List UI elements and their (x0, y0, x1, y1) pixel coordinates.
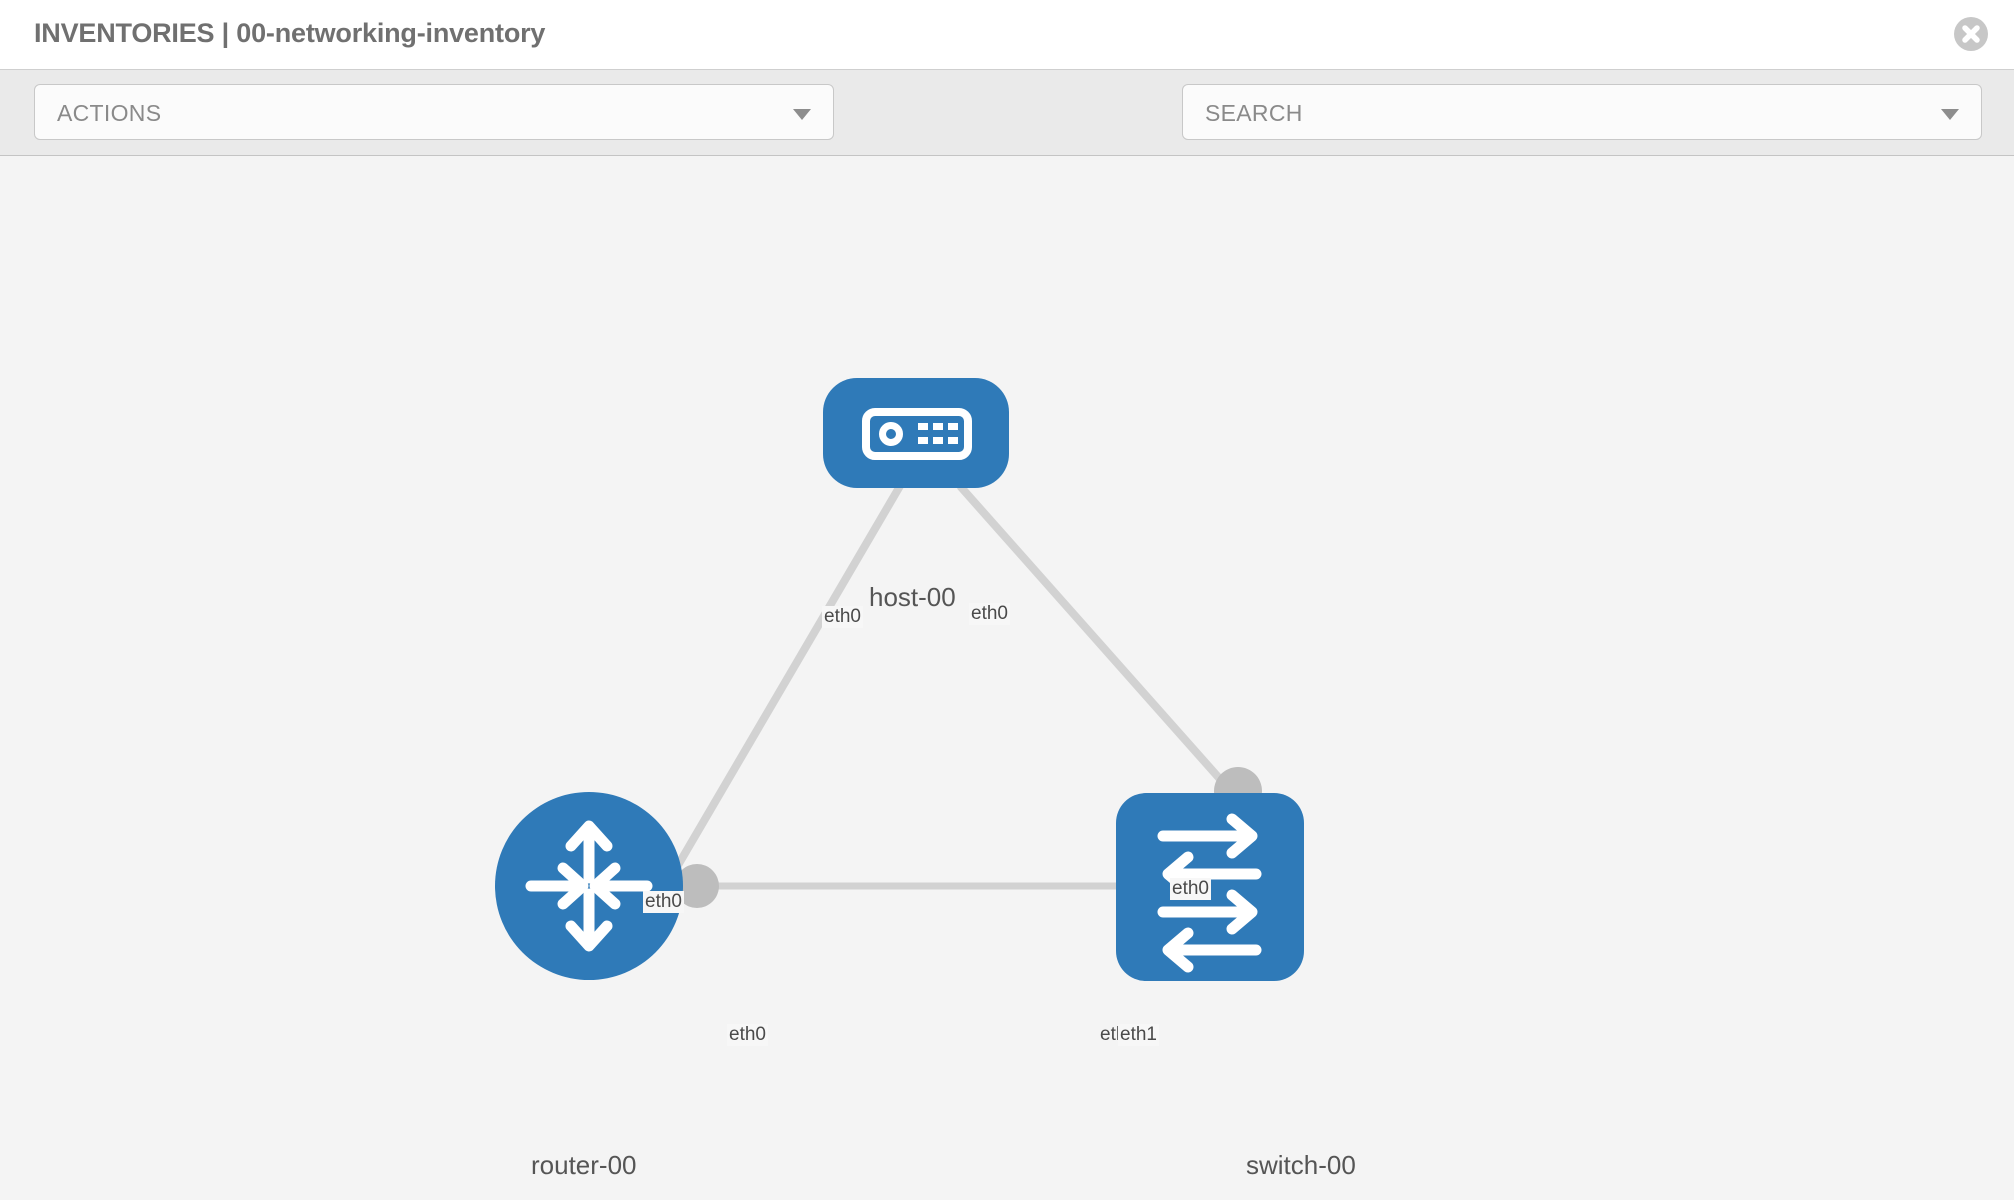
topology-canvas[interactable]: host-00 router-00 switch-00 eth0 eth0 et… (0, 156, 2014, 1200)
link-host-router[interactable] (656, 483, 904, 899)
node-label-switch-00: switch-00 (1243, 1150, 1359, 1181)
topology-graph (495, 378, 1304, 981)
toolbar: ACTIONS SEARCH (0, 70, 2014, 200)
iface-label-host-eth0-right: eth0 (969, 603, 1010, 625)
link-host-switch[interactable] (957, 483, 1238, 799)
search-dropdown[interactable]: SEARCH (1182, 84, 1982, 140)
page-title: INVENTORIES | 00-networking-inventory (34, 18, 546, 48)
node-label-host-00: host-00 (866, 582, 959, 613)
close-icon (1962, 25, 1980, 43)
chevron-down-icon (793, 109, 811, 120)
iface-label-switch-eth1: eth1 (1118, 1024, 1159, 1046)
page-header: INVENTORIES | 00-networking-inventory (0, 0, 2014, 70)
iface-label-switch-eth0-up: eth0 (1170, 878, 1211, 900)
iface-label-router-eth0: eth0 (727, 1024, 768, 1046)
port-router-eth0[interactable] (675, 864, 719, 908)
iface-label-host-eth0-left: eth0 (822, 606, 863, 628)
node-host-00[interactable] (823, 378, 1009, 488)
chevron-down-icon (1941, 109, 1959, 120)
actions-dropdown[interactable]: ACTIONS (34, 84, 834, 140)
node-router-00[interactable] (495, 792, 683, 980)
iface-label-router-eth0-up: eth0 (643, 891, 684, 913)
close-button[interactable] (1954, 17, 1988, 51)
search-input[interactable]: SEARCH (1205, 100, 1303, 126)
actions-dropdown-label: ACTIONS (57, 100, 162, 126)
server-icon (862, 408, 972, 460)
router-arrows-icon (525, 820, 653, 952)
node-label-router-00: router-00 (528, 1150, 640, 1181)
